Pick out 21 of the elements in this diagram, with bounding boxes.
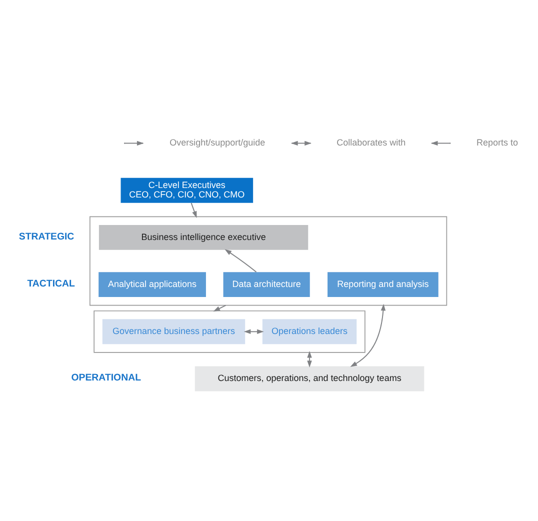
arrow: [244, 328, 264, 334]
arrow: [213, 304, 226, 312]
node-box: C-Level Executives CEO, CFO, CIO, CNO, CMO: [120, 177, 254, 202]
label: STRATEGIC: [18, 230, 74, 242]
node-box: Operations leaders: [262, 318, 357, 344]
node-box: Governance business partners: [102, 318, 246, 344]
node-box: Reporting and analysis: [328, 272, 438, 297]
label: TACTICAL: [27, 278, 75, 289]
node-box: Data architecture: [223, 272, 310, 297]
arrow: [350, 303, 386, 366]
node-box: Analytical applications: [98, 272, 206, 297]
node-box: Business intelligence executive: [98, 224, 308, 250]
arrow: [224, 248, 257, 272]
legend-label: Collaborates with: [336, 137, 406, 148]
legend-label: Reports to: [476, 137, 518, 148]
cluster: [90, 216, 448, 306]
legend-label: Oversight/support/guide: [170, 137, 266, 148]
label: OPERATIONAL: [71, 372, 142, 384]
arrow: [190, 202, 197, 218]
cluster: [94, 310, 366, 352]
node-box: Customers, operations, and technology teams: [194, 366, 424, 391]
